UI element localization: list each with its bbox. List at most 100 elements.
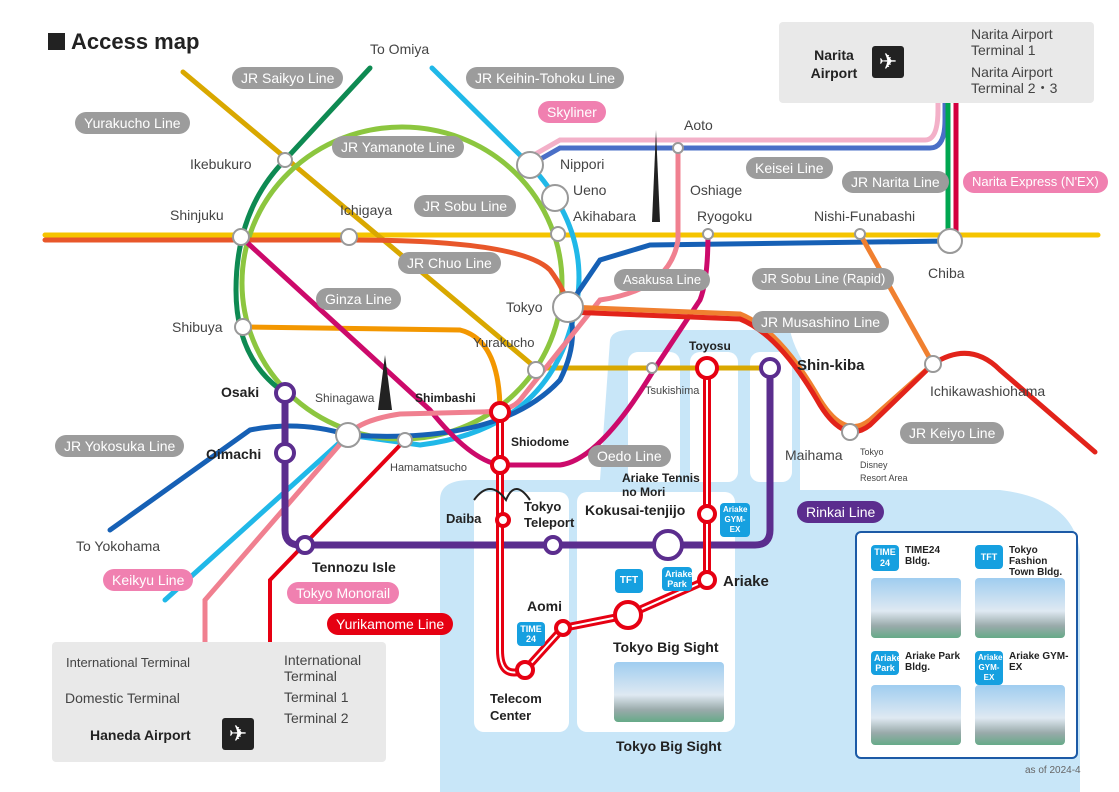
narita-airport-box bbox=[779, 22, 1094, 103]
airplane-icon: ✈ bbox=[872, 46, 904, 78]
station-aomi: Aomi bbox=[527, 598, 562, 614]
haneda-airport-box bbox=[52, 642, 386, 762]
station-tsukishima: Tsukishima bbox=[645, 385, 700, 397]
station-tokyo-teleport: Tokyo Teleport bbox=[524, 499, 575, 530]
skyliner-line bbox=[522, 47, 941, 163]
narita-airport-label: Narita Airport bbox=[810, 47, 858, 81]
line-label-yurakucho: Yurakucho Line bbox=[75, 112, 190, 134]
station-shinjuku: Shinjuku bbox=[170, 207, 224, 223]
line-label-skyliner: Skyliner bbox=[538, 101, 606, 123]
legend-time24: TIME24 Bldg. bbox=[905, 545, 941, 567]
haneda-terminal-2: Terminal 2 bbox=[284, 710, 349, 726]
station-kokusai-tenjijo: Kokusai-tenjijo bbox=[585, 502, 686, 518]
station-tokyo-big-sight: Tokyo Big Sight bbox=[613, 639, 719, 655]
narita-terminal-2-3: Narita Airport Terminal 2・3 bbox=[971, 64, 1058, 96]
station-osaki: Osaki bbox=[221, 384, 260, 400]
station-ichikawashiohama: Ichikawashiohama bbox=[930, 383, 1046, 399]
line-label-musashino: JR Musashino Line bbox=[752, 311, 890, 333]
line-label-sobu: JR Sobu Line bbox=[414, 195, 517, 217]
station-ueno: Ueno bbox=[573, 182, 607, 198]
haneda-airport-label: Haneda Airport bbox=[90, 727, 191, 743]
legend-tag-tft: TFT bbox=[975, 545, 1003, 569]
title-square-icon bbox=[48, 33, 65, 50]
rainbow-bridge-icon bbox=[473, 488, 531, 503]
station-ariake-tennis: Ariake Tennis no Mori bbox=[622, 471, 700, 499]
line-label-asakusa: Asakusa Line bbox=[614, 269, 711, 291]
station-akihabara: Akihabara bbox=[573, 208, 637, 224]
station-tokyo: Tokyo bbox=[506, 299, 543, 315]
keiyo-line bbox=[565, 309, 1098, 455]
haneda-intl-terminal-monorail: International Terminal bbox=[284, 652, 362, 684]
station-shiodome: Shiodome bbox=[511, 435, 570, 449]
line-label-ginza: Ginza Line bbox=[316, 288, 401, 310]
narita-terminal-1: Narita Airport Terminal 1 bbox=[971, 26, 1053, 58]
landmark-icons bbox=[378, 130, 660, 503]
station-ryogoku: Ryogoku bbox=[697, 208, 753, 224]
legend-tag-gym-ex: Ariake GYM-EX bbox=[975, 651, 1003, 685]
station-toyosu: Toyosu bbox=[689, 339, 731, 353]
tag-tft: TFT bbox=[615, 569, 643, 593]
direction-yokohama: To Yokohama bbox=[76, 538, 161, 554]
station-shimbashi: Shimbashi bbox=[415, 391, 476, 405]
tag-time24: TIME 24 bbox=[517, 622, 545, 646]
line-label-narita: JR Narita Line bbox=[842, 171, 949, 193]
haneda-intl-terminal-keikyu: International Terminal bbox=[66, 655, 191, 670]
station-yurakucho: Yurakucho bbox=[473, 335, 535, 350]
skytree-icon bbox=[652, 130, 660, 222]
line-label-yokosuka: JR Yokosuka Line bbox=[55, 435, 185, 457]
line-label-keikyu: Keikyu Line bbox=[103, 569, 194, 591]
station-ichigaya: Ichigaya bbox=[340, 202, 393, 218]
line-label-yamanote: JR Yamanote Line bbox=[332, 136, 464, 158]
keisei-line bbox=[527, 47, 948, 168]
haneda-terminal-1: Terminal 1 bbox=[284, 689, 349, 705]
line-label-keisei: Keisei Line bbox=[746, 157, 833, 179]
legend-ariake-park: Ariake Park Bldg. bbox=[905, 651, 961, 673]
chuo-line bbox=[42, 237, 571, 310]
station-disney: Tokyo Disney Resort Area bbox=[860, 447, 908, 483]
station-nishi-funabashi: Nishi-Funabashi bbox=[814, 208, 916, 224]
station-tennozu-isle: Tennozu Isle bbox=[312, 559, 396, 575]
station-daiba: Daiba bbox=[446, 511, 482, 526]
line-label-sobu-rapid: JR Sobu Line (Rapid) bbox=[752, 268, 895, 290]
line-label-rinkai: Rinkai Line bbox=[797, 501, 885, 523]
page-title: Access map bbox=[48, 29, 200, 54]
tag-gym-ex: Ariake GYM-EX bbox=[720, 503, 750, 537]
big-sight-photo bbox=[614, 662, 724, 722]
tokyo-tower-icon bbox=[378, 355, 392, 410]
airplane-icon: ✈ bbox=[222, 718, 254, 750]
line-label-yurikamome: Yurikamome Line bbox=[327, 613, 454, 635]
legend-tag-ariake-park: Ariake Park bbox=[871, 651, 902, 675]
saikyo-line bbox=[233, 65, 373, 396]
legend-gym-ex: Ariake GYM-EX bbox=[1009, 651, 1069, 673]
station-oimachi: Oimachi bbox=[206, 446, 262, 462]
line-label-keiyo: JR Keiyo Line bbox=[900, 422, 1005, 444]
line-label-monorail: Tokyo Monorail bbox=[287, 582, 400, 604]
station-shin-kiba: Shin-kiba bbox=[797, 357, 865, 374]
legend-tag-time24: TIME 24 bbox=[871, 545, 899, 571]
station-oshiage: Oshiage bbox=[690, 182, 743, 198]
title-text: Access map bbox=[71, 29, 200, 54]
station-aoto: Aoto bbox=[684, 117, 713, 133]
line-label-chuo: JR Chuo Line bbox=[398, 252, 501, 274]
station-chiba: Chiba bbox=[928, 265, 965, 281]
line-label-keihin: JR Keihin-Tohoku Line bbox=[466, 67, 625, 89]
line-label-saikyo: JR Saikyo Line bbox=[232, 67, 344, 89]
ariake-park-photo bbox=[871, 685, 961, 745]
station-nippori: Nippori bbox=[560, 156, 605, 172]
haneda-domestic-terminal: Domestic Terminal bbox=[65, 690, 180, 706]
station-ariake: Ariake bbox=[723, 573, 769, 590]
time24-photo bbox=[871, 578, 961, 638]
tft-photo bbox=[975, 578, 1065, 638]
station-hamamatsucho: Hamamatsucho bbox=[390, 462, 468, 474]
rinkai-line bbox=[281, 364, 774, 549]
station-ikebukuro: Ikebukuro bbox=[190, 156, 252, 172]
building-legend: TIME 24 TIME24 Bldg. TFT Tokyo Fashion T… bbox=[855, 531, 1078, 759]
gym-ex-photo bbox=[975, 685, 1065, 745]
line-label-nex: Narita Express (N'EX) bbox=[963, 171, 1108, 193]
station-shinagawa: Shinagawa bbox=[315, 391, 375, 405]
station-telecom-center: Telecom Center bbox=[490, 691, 542, 723]
footnote: as of 2024-4 bbox=[1025, 765, 1081, 776]
station-maihama: Maihama bbox=[785, 447, 843, 463]
direction-omiya: To Omiya bbox=[370, 41, 430, 57]
legend-tft: Tokyo Fashion Town Bldg. bbox=[1009, 545, 1063, 578]
